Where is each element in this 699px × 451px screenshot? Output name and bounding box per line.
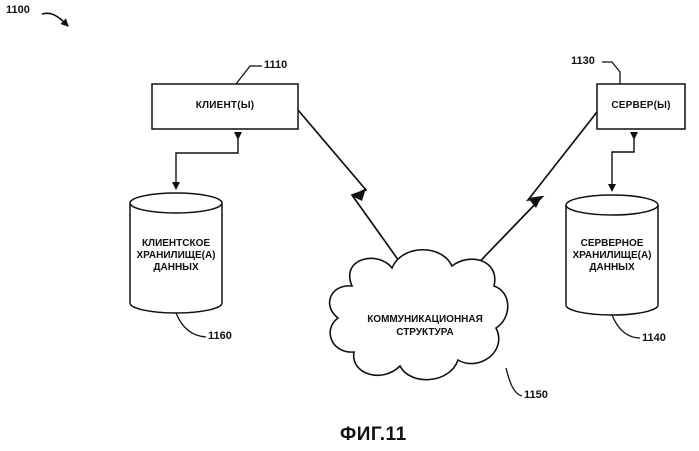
framework-line-2: СТРУКТУРА [350, 326, 500, 339]
server-store-ref-label: 1140 [642, 332, 666, 344]
figure-pointer-arrow [42, 13, 66, 24]
server-store-line-3: ДАННЫХ [566, 262, 658, 274]
client-store-line-2: ХРАНИЛИЩЕ(А) [130, 250, 222, 262]
framework-ref-leader [506, 368, 522, 396]
framework-ref-label: 1150 [524, 389, 548, 401]
server-ref-label: 1130 [571, 55, 595, 67]
server-store-link [612, 136, 634, 188]
client-store-label: КЛИЕНТСКОЕ ХРАНИЛИЩЕ(А) ДАННЫХ [130, 238, 222, 274]
server-label: СЕРВЕР(Ы) [597, 100, 685, 111]
client-ref-label: 1110 [264, 59, 287, 71]
server-store-line-2: ХРАНИЛИЩЕ(А) [566, 250, 658, 262]
server-store-ref-leader [612, 315, 640, 338]
framework-line-1: КОММУНИКАЦИОННАЯ [350, 313, 500, 326]
server-ref-leader [602, 62, 620, 84]
client-store-line-3: ДАННЫХ [130, 262, 222, 274]
client-ref-leader [236, 66, 262, 84]
client-store-line-1: КЛИЕНТСКОЕ [130, 238, 222, 250]
server-store-line-1: СЕРВЕРНОЕ [566, 238, 658, 250]
client-store-ref-leader [176, 313, 206, 337]
client-store-ref-label: 1160 [208, 330, 232, 342]
client-framework-link [298, 110, 404, 268]
client-store-link [176, 136, 238, 186]
figure-caption: ФИГ.11 [340, 424, 407, 446]
figure-ref-label: 1100 [6, 4, 30, 16]
framework-label: КОММУНИКАЦИОННАЯ СТРУКТУРА [350, 313, 500, 339]
client-label: КЛИЕНТ(Ы) [152, 100, 298, 111]
server-store-label: СЕРВЕРНОЕ ХРАНИЛИЩЕ(А) ДАННЫХ [566, 238, 658, 274]
